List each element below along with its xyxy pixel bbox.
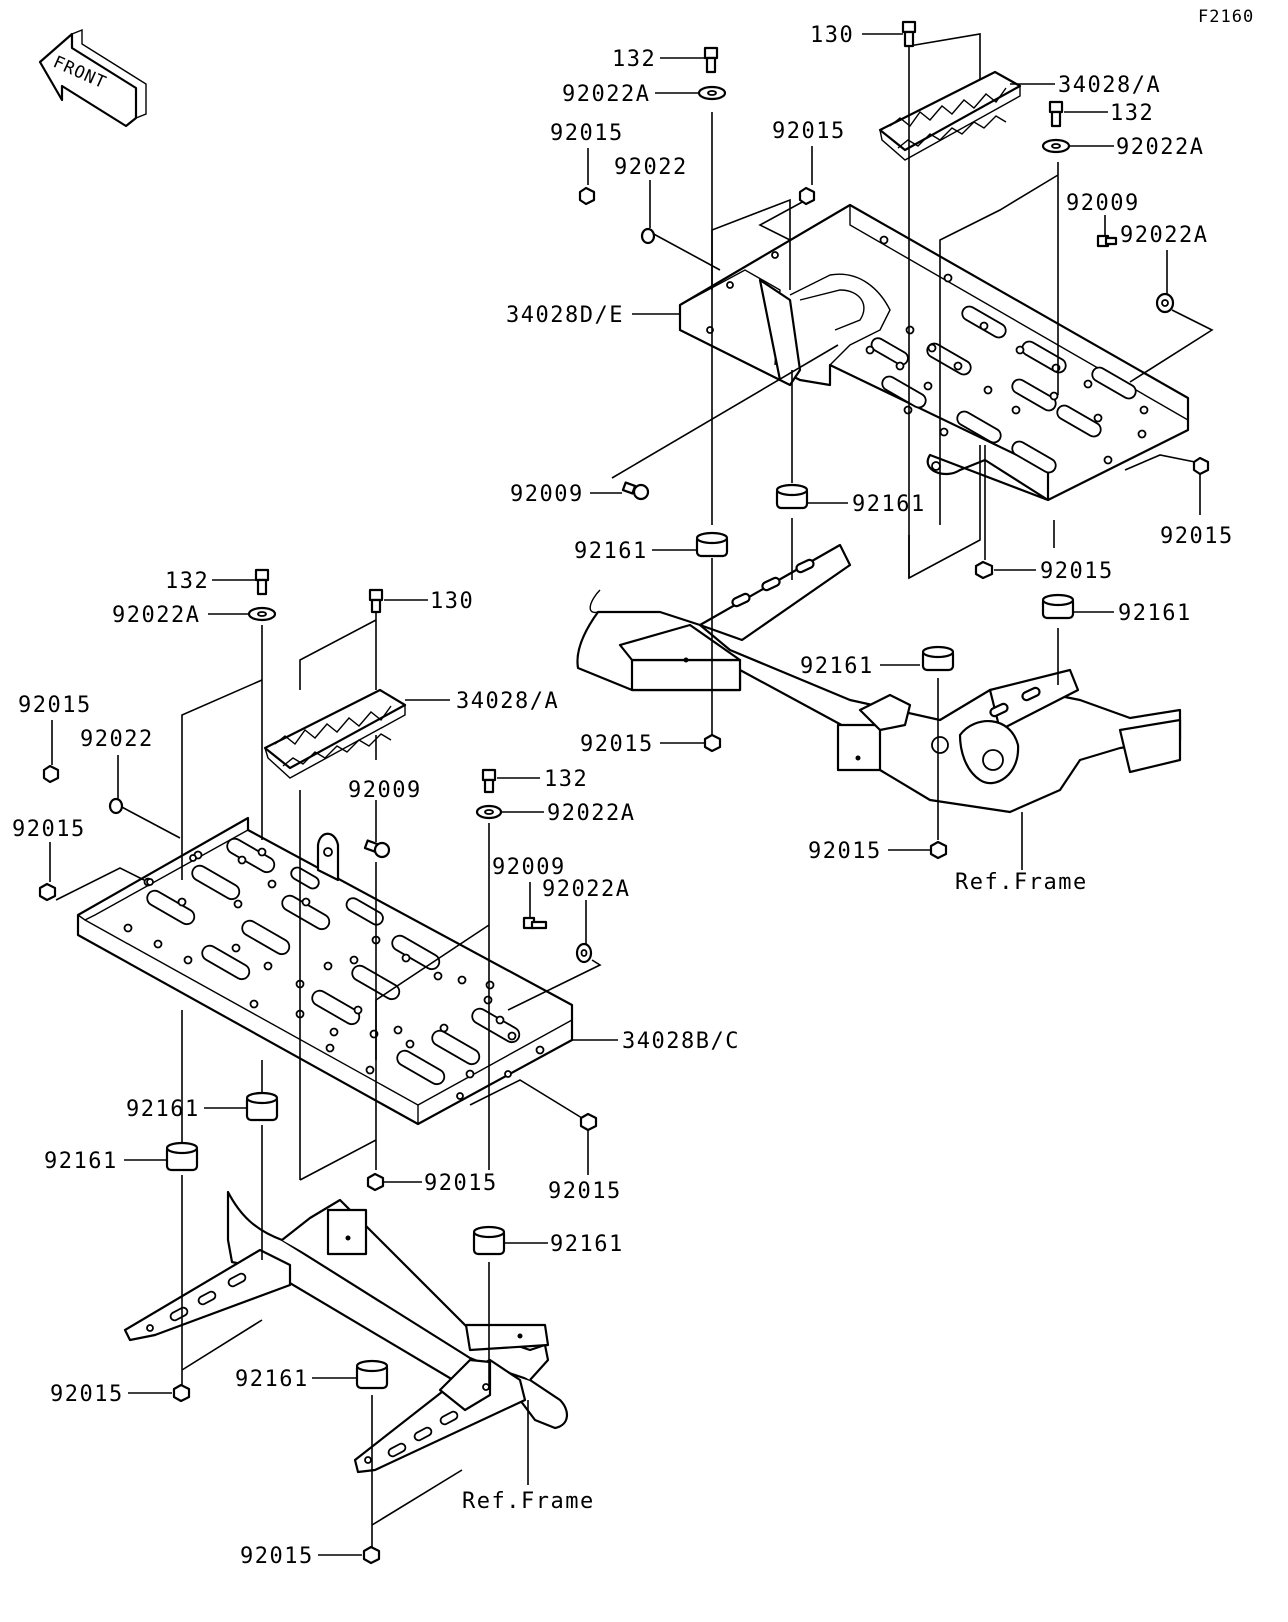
lower-carrier-slots [146,837,521,1086]
label-132: 132 [544,767,588,792]
bolt-92009-icon [522,916,548,930]
front-arrow-icon: FRONT [38,28,147,128]
nut-92015-icon [366,1172,385,1192]
label-92015: 92015 [550,121,624,146]
label-92015: 92015 [548,1179,622,1204]
label-92015: 92015 [1160,524,1234,549]
bolt-92009-icon [1096,234,1118,248]
lower-leader-lines [49,579,618,1556]
washer-92022-icon [108,797,124,815]
bolt-92009-icon [363,839,391,859]
bolt-132-icon [481,768,497,794]
rubber-mount-92161-icon [1041,593,1075,620]
nut-92015-icon [172,1383,191,1403]
label-92022: 92022 [80,727,154,752]
nut-92015-icon [579,1112,598,1132]
label-92161: 92161 [235,1367,309,1392]
label-92015: 92015 [18,693,92,718]
upper-labels: 130 132 92022A 92015 92022 92015 34028/A… [506,23,1234,895]
label-92015: 92015 [1040,559,1114,584]
rubber-mount-92161-icon [165,1141,199,1172]
label-ref-frame: Ref.Frame [462,1489,595,1514]
nut-92015-icon [929,840,948,860]
lower-plate-34028a [263,688,407,779]
bolt-132-icon [703,46,719,74]
label-34028b-c: 34028B/C [622,1029,740,1054]
label-92161: 92161 [550,1232,624,1257]
label-92009: 92009 [348,778,422,803]
rubber-mount-92161-icon [775,483,809,510]
upper-plate-34028a [878,70,1022,161]
nut-92015-icon [362,1545,381,1565]
nut-92015-icon [1192,456,1210,476]
label-92015: 92015 [12,817,86,842]
label-34028d-e: 34028D/E [506,303,624,328]
label-92022: 92022 [614,155,688,180]
label-92161: 92161 [126,1097,200,1122]
label-34028-a: 34028/A [1058,73,1161,98]
lower-labels: 132 130 92022A 34028/A 92015 92022 92009… [12,569,740,1569]
label-ref-frame: Ref.Frame [955,870,1088,895]
bolt-132-icon [1048,100,1064,128]
nut-92015-icon [38,882,57,902]
nut-92015-icon [798,186,816,206]
label-92161: 92161 [44,1149,118,1174]
bolt-130-icon [368,588,384,614]
label-130: 130 [430,589,474,614]
label-92009: 92009 [1066,191,1140,216]
nut-92015-icon [974,560,994,580]
rubber-mount-92161-icon [245,1091,279,1122]
label-130: 130 [810,23,854,48]
nut-92015-icon [42,764,60,784]
lower-hardware [38,568,598,1565]
label-92022a: 92022A [547,801,635,826]
washer-92022-icon [640,227,656,245]
rubber-mount-92161-icon [695,531,729,558]
nut-92015-icon [703,733,722,753]
rubber-mount-92161-icon [921,645,955,672]
label-92161: 92161 [574,539,648,564]
label-92022a: 92022A [1120,223,1208,248]
rubber-mount-92161-icon [472,1225,506,1256]
label-92022a: 92022A [542,877,630,902]
label-132: 132 [1110,101,1154,126]
label-34028-a: 34028/A [456,689,559,714]
label-92009: 92009 [492,855,566,880]
bolt-92009-icon [621,481,650,501]
rubber-mount-92161-icon [355,1359,389,1390]
label-132: 132 [612,47,656,72]
label-92015: 92015 [424,1171,498,1196]
label-92015: 92015 [240,1544,314,1569]
label-92009: 92009 [510,482,584,507]
label-92015: 92015 [808,839,882,864]
upper-leader-lines [587,33,1214,870]
label-92022a: 92022A [112,603,200,628]
upper-hardware [578,20,1210,860]
label-92161: 92161 [852,492,926,517]
label-92161: 92161 [1118,601,1192,626]
bolt-132-icon [254,568,270,596]
nut-92015-icon [578,186,596,206]
label-132: 132 [165,569,209,594]
label-92022a: 92022A [562,82,650,107]
label-92015: 92015 [772,119,846,144]
label-92015: 92015 [580,732,654,757]
bolt-130-icon [901,20,917,48]
lower-carrier-holes [123,847,545,1100]
label-92161: 92161 [800,654,874,679]
lower-carrier-34028bc [76,816,574,1126]
upper-carrier-34028de [678,203,1190,502]
lower-frame [123,1190,568,1474]
upper-frame [576,543,1182,814]
label-92015: 92015 [50,1382,124,1407]
label-92022a: 92022A [1116,135,1204,160]
upper-carrier-holes [706,235,1149,465]
figure-code: F2160 [1198,7,1254,27]
